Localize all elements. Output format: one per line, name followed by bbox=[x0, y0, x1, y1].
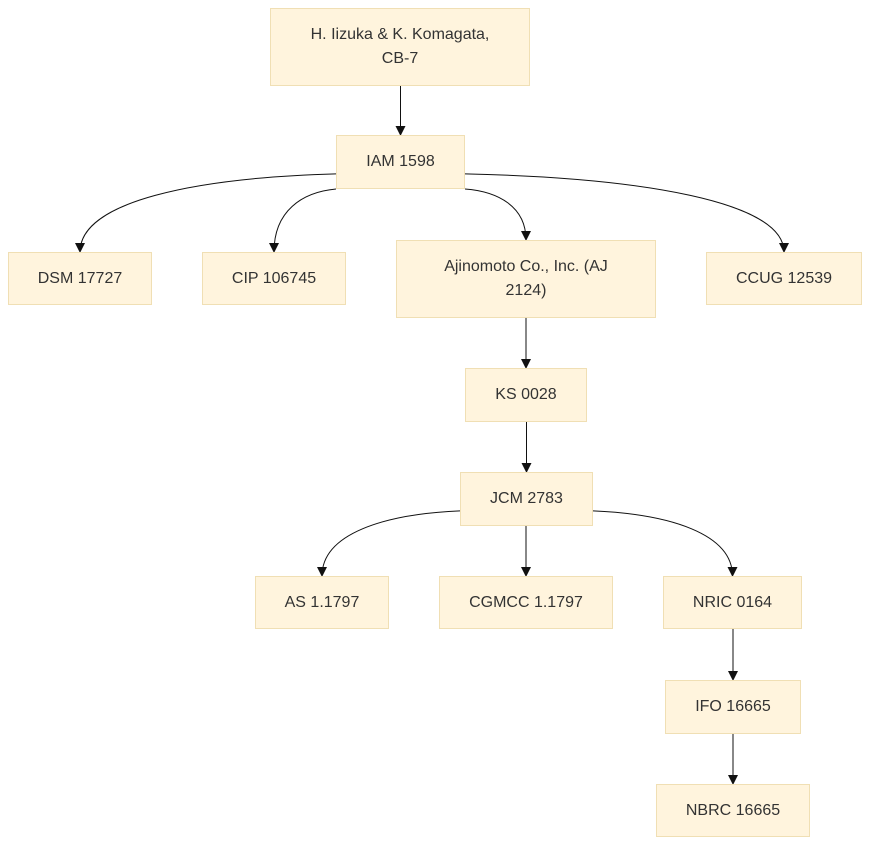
edge-jcm-to-as bbox=[317, 510, 461, 577]
node-iam-label: IAM 1598 bbox=[366, 153, 435, 170]
node-cip-label: CIP 106745 bbox=[231, 269, 317, 287]
edge-iam-to-ccug bbox=[464, 173, 789, 253]
node-ks-label: KS 0028 bbox=[495, 386, 557, 403]
node-as-label: AS 1.1797 bbox=[284, 593, 360, 611]
node-ifo: IFO 16665 bbox=[665, 680, 801, 734]
node-jcm: JCM 2783 bbox=[460, 472, 593, 526]
edge-iam-to-dsm bbox=[75, 173, 337, 253]
node-nbrc-label: NBRC 16665 bbox=[685, 801, 781, 819]
edge-iam-to-cip bbox=[269, 188, 337, 253]
node-ks: KS 0028 bbox=[465, 368, 587, 422]
node-cgmcc-label: CGMCC 1.1797 bbox=[469, 593, 583, 611]
node-ccug: CCUG 12539 bbox=[706, 252, 862, 305]
node-origin-label: H. Iizuka & K. Komagata, CB-7 bbox=[310, 26, 490, 67]
node-ajinomoto-label: Ajinomoto Co., Inc. (AJ 2124) bbox=[444, 258, 608, 299]
node-ifo-label: IFO 16665 bbox=[695, 698, 771, 715]
node-as: AS 1.1797 bbox=[255, 576, 389, 629]
node-ccug-label: CCUG 12539 bbox=[735, 269, 833, 287]
node-jcm-label: JCM 2783 bbox=[490, 490, 563, 507]
node-dsm-label: DSM 17727 bbox=[37, 269, 123, 287]
edge-iam-to-ajinomoto bbox=[464, 188, 531, 241]
node-cgmcc: CGMCC 1.1797 bbox=[439, 576, 613, 629]
node-nric-label: NRIC 0164 bbox=[692, 593, 773, 611]
node-nric: NRIC 0164 bbox=[663, 576, 802, 629]
node-iam: IAM 1598 bbox=[336, 135, 465, 189]
node-ajinomoto: Ajinomoto Co., Inc. (AJ 2124) bbox=[396, 240, 656, 318]
node-origin: H. Iizuka & K. Komagata, CB-7 bbox=[270, 8, 530, 86]
edge-jcm-to-nric bbox=[592, 510, 738, 577]
node-nbrc: NBRC 16665 bbox=[656, 784, 810, 837]
node-dsm: DSM 17727 bbox=[8, 252, 152, 305]
node-cip: CIP 106745 bbox=[202, 252, 346, 305]
